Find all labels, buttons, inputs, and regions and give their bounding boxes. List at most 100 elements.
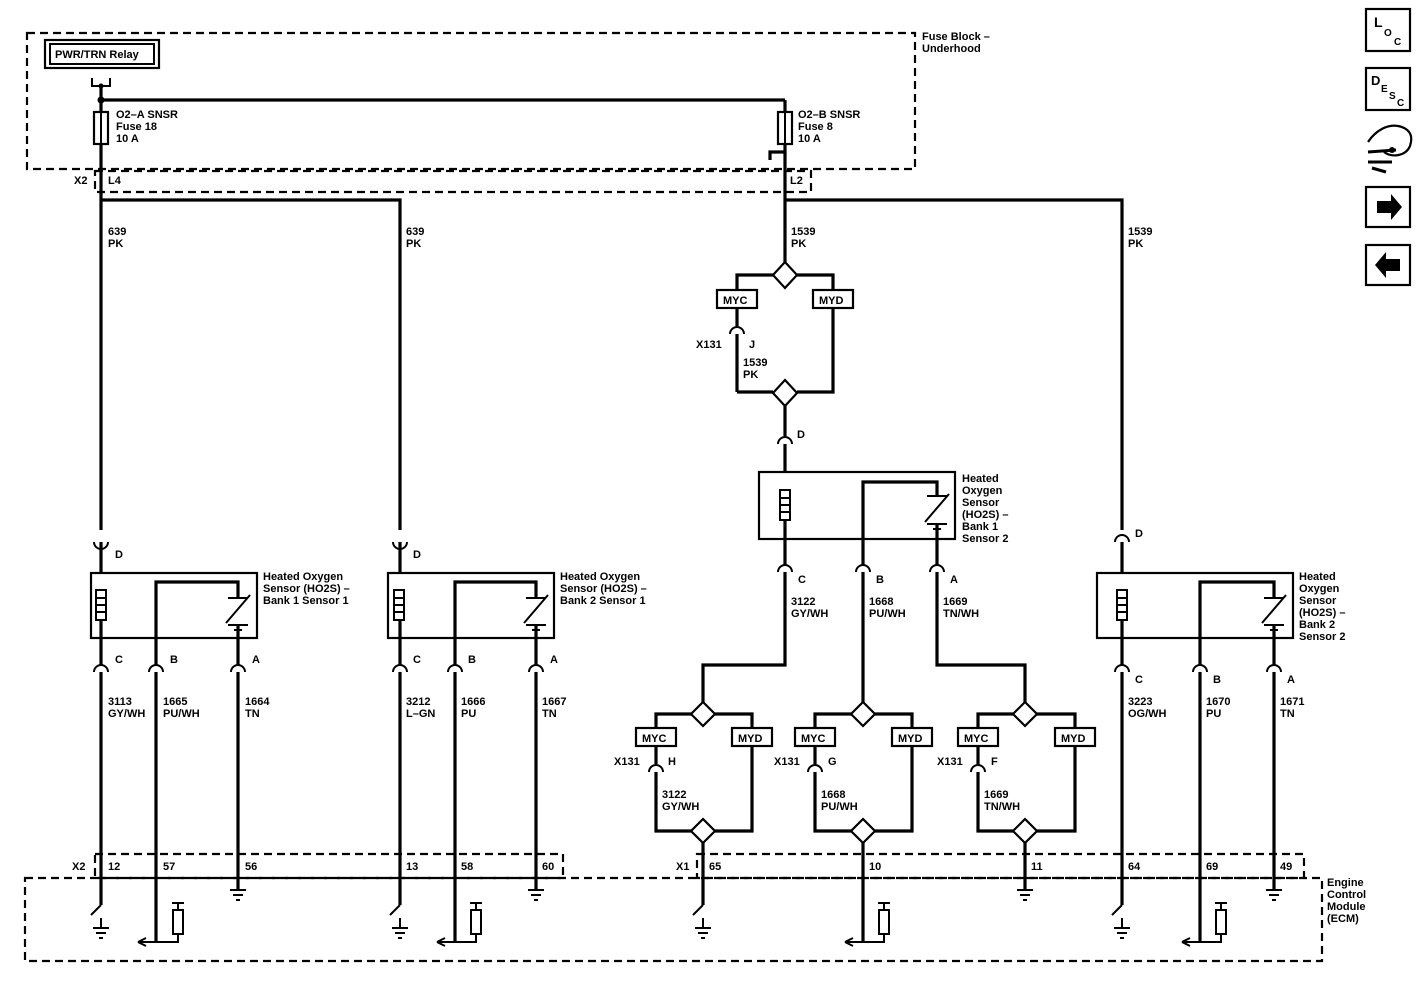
ecm-name-1: Engine [1327,877,1364,889]
s1-switch [225,594,251,631]
connector-x2-strip [93,169,813,194]
component-view-button[interactable] [1367,124,1413,174]
low-c-diamond-bottom [689,817,717,845]
ecm-signal-input-4 [1181,935,1222,947]
component-dot [1389,147,1395,153]
s1-name-3: Bank 1 Sensor 1 [263,595,349,607]
pin-j-label: J [749,339,755,351]
option-diamond [771,260,799,290]
ecm-name-2: Control [1327,889,1366,901]
s3a-low-color: TN/WH [984,801,1020,813]
s3-sensor-loop [861,480,939,565]
s4-name-2: Oxygen [1299,583,1340,595]
s3-name-3: Sensor [962,497,1000,509]
next-button[interactable] [1364,185,1412,229]
x131-j-connector [729,326,745,335]
s2-sensor-loop [453,580,538,665]
description-icon[interactable] [1364,66,1412,112]
c1539j-num: 1539 [743,357,767,369]
ecm-pin-57: 57 [163,861,175,873]
sensor-bank1-sensor1: D Heated Oxygen Sensor (HO2S) – Bank 1 S… [89,541,350,942]
x131-label-f: X131 [937,756,963,768]
x131-label-j: X131 [696,339,722,351]
pin-f-label: F [991,756,998,768]
low-a-myc-branch [976,712,1013,728]
previous-button[interactable] [1364,243,1412,287]
s4-pin-c: C [1135,674,1143,686]
s1-heater-element [96,597,106,613]
c639a-color: PK [108,238,123,250]
low-b-diamond-top [849,700,877,728]
ecm-ground-1 [230,889,246,901]
low-a-myd-join [1037,746,1077,833]
low-a-diamond-top [1011,700,1039,728]
pin-h-label: H [668,756,676,768]
ecm-module: X2 X1 12 57 56 13 58 60 65 10 11 64 69 4… [23,852,1366,963]
component-view-icon[interactable] [1367,124,1413,157]
ecm-x1-strip [695,852,1306,880]
ecm-ground-3 [1017,889,1033,901]
sensor-bank2-sensor2: D Heated Oxygen Sensor (HO2S) – Bank 2 S… [1095,528,1345,942]
s2c-num: 3212 [406,696,430,708]
option-diamond-join [771,378,799,408]
ecm-signal-input-2 [436,935,477,947]
s2-switch [523,594,549,631]
s2a-color: TN [542,708,557,720]
option-block-low-c: MYC MYD X131 H 3122 GY/WH [614,700,774,905]
s3-name-6: Sensor 2 [962,533,1008,545]
fuse-b-line2: Fuse 8 [798,121,833,133]
option-block-top: MYC MYD X131 J 1539 PK [696,260,855,436]
s1a-num: 1664 [245,696,270,708]
next-arrow-shape [1377,194,1402,220]
s1-box [89,571,259,640]
s4b-num: 1670 [1206,696,1230,708]
fuse-block-underhood: Fuse Block – Underhood PWR/TRN Relay O2–… [25,31,990,194]
loc-c: C [1394,37,1401,48]
connector-location-button[interactable]: L O C [1364,7,1412,53]
s3c-low-color: GY/WH [662,801,699,813]
s4a-num: 1671 [1280,696,1304,708]
loc-o: O [1384,28,1392,39]
low-b-myd-branch [875,712,914,728]
s3-name-2: Oxygen [962,485,1003,497]
low-a-myd-branch [1037,712,1077,728]
desc-c: C [1397,98,1404,109]
s2-pin-b: B [468,654,476,666]
s2-name-2: Sensor (HO2S) – [560,583,647,595]
s4-pin-d-connector [1114,534,1130,543]
s2-name-3: Bank 2 Sensor 1 [560,595,646,607]
pin-l4-label: L4 [108,175,122,187]
ecm-pin-10: 10 [869,861,881,873]
s1-pin-a: A [252,654,260,666]
s3c-color: GY/WH [791,608,828,620]
s4c-num: 3223 [1128,696,1152,708]
ecm-resistor-3-top [878,902,890,910]
s3b-low-num: 1668 [821,789,845,801]
low-c-myd-join [715,746,754,833]
s2-pin-a: A [550,654,558,666]
s3-pin-d-connector [777,436,793,445]
low-b-myc-branch [813,712,851,728]
low-c-myd-label: MYD [738,733,763,745]
x131-h-connector [648,764,664,773]
s4-switch [1261,594,1287,631]
description-button[interactable]: D E S C [1364,66,1412,112]
ecm-pin-13: 13 [406,861,418,873]
pin-g-label: G [828,756,837,768]
loc-l: L [1374,14,1383,30]
c639b-num: 639 [406,226,424,238]
s2-name-1: Heated Oxygen [560,571,640,583]
s3-name-5: Bank 1 [962,521,998,533]
s4-sensor-loop [1198,580,1276,665]
s3-pin-a: A [950,574,958,586]
x131-label-g: X131 [774,756,800,768]
ecm-heater-switch-2 [389,904,408,939]
fuse-block-name-1: Fuse Block – [922,31,990,43]
ecm-outline [23,876,1324,963]
low-c-diamond-top [689,700,717,728]
s2-pin-d: D [413,549,421,561]
connector-location-icon[interactable] [1364,7,1412,53]
s1-sensor-loop [154,580,240,665]
low-a-myd-label: MYD [1061,733,1086,745]
